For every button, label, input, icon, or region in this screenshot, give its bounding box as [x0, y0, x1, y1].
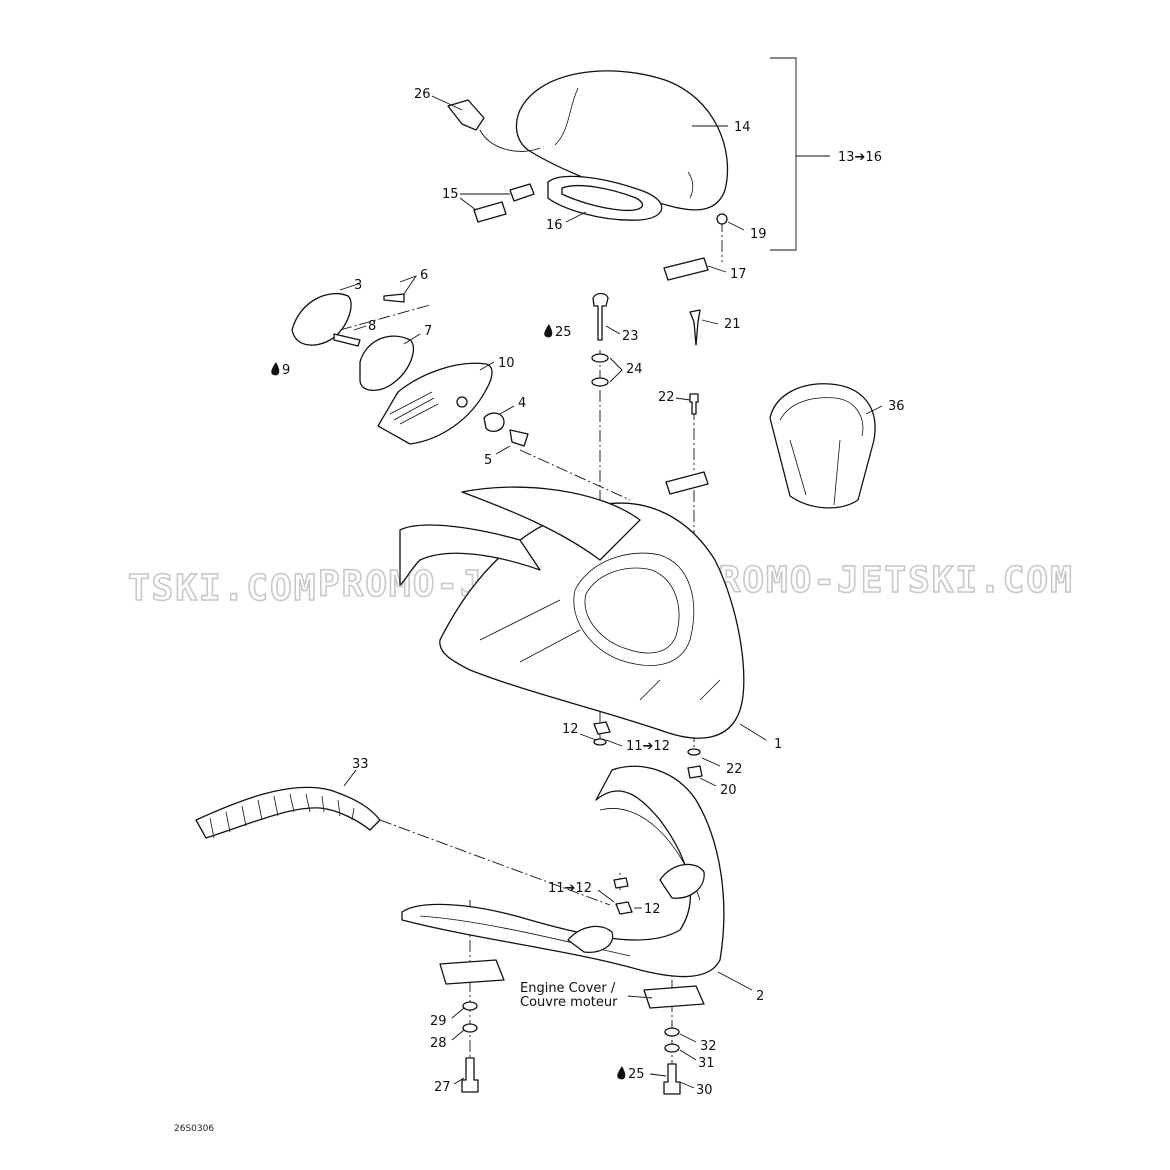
- callout-5: 5: [484, 453, 492, 468]
- screw: [689, 393, 699, 415]
- callout-7: 7: [424, 324, 432, 339]
- rivet: [689, 309, 701, 346]
- callout-25: 25: [555, 325, 572, 340]
- callout-22: 22: [658, 390, 675, 405]
- callout-19: 19: [750, 227, 767, 242]
- callout-3: 3: [354, 278, 362, 293]
- callouts: 26 14 13➔16 15 16 19 17 6 3 8 7 9 25 23 …: [271, 87, 905, 1098]
- callout-9: 9: [282, 363, 290, 378]
- top-deck: [399, 486, 745, 739]
- callout-26: 26: [414, 87, 431, 102]
- hinge: [665, 471, 709, 495]
- watermark-text-3: PROMO-JETSKI.COM: [695, 560, 1074, 601]
- washer: [462, 1023, 478, 1033]
- callout-14: 14: [734, 120, 751, 135]
- pad: [643, 985, 705, 1009]
- seat-pad: [509, 183, 535, 202]
- engine-cover-label-line2: Couvre moteur: [520, 995, 618, 1010]
- callout-11-12: 11➔12: [548, 881, 592, 896]
- callout-30: 30: [696, 1083, 713, 1098]
- callout-17: 17: [730, 267, 747, 282]
- callout-27: 27: [434, 1080, 451, 1095]
- callout-13-16: 13➔16: [838, 150, 882, 165]
- callout-15: 15: [442, 187, 459, 202]
- oil-drop-icon: [271, 362, 280, 376]
- callout-31: 31: [698, 1056, 715, 1071]
- diagram-code: 26S0306: [174, 1124, 214, 1134]
- callout-28: 28: [430, 1036, 447, 1051]
- washer: [664, 1043, 680, 1053]
- air-hose: [195, 786, 381, 839]
- engine-cover-label-line1: Engine Cover /: [520, 981, 616, 996]
- seat-cushion: [479, 70, 729, 211]
- callout-12: 12: [562, 722, 579, 737]
- nut: [593, 721, 611, 735]
- callout-4: 4: [518, 396, 526, 411]
- callout-12: 12: [644, 902, 661, 917]
- hinge: [663, 257, 709, 281]
- washer: [591, 353, 609, 363]
- group-bracket: [770, 57, 830, 251]
- callout-23: 23: [622, 329, 639, 344]
- callout-20: 20: [720, 783, 737, 798]
- seat-bolt: [592, 292, 609, 341]
- washer: [716, 213, 728, 225]
- latch: [447, 99, 485, 131]
- oil-drop-icon: [544, 324, 553, 338]
- callout-25: 25: [628, 1067, 645, 1082]
- callout-22: 22: [726, 762, 743, 777]
- seat-base: [547, 175, 663, 221]
- engine-cover: [401, 765, 725, 978]
- callout-16: 16: [546, 218, 563, 233]
- bolt: [461, 1057, 479, 1093]
- nut: [613, 877, 629, 889]
- washer: [664, 1027, 680, 1037]
- washer: [591, 377, 609, 387]
- washer: [462, 1001, 478, 1011]
- callout-10: 10: [498, 356, 515, 371]
- nut: [687, 765, 703, 779]
- washer: [593, 738, 607, 746]
- washer: [687, 748, 701, 756]
- callout-6: 6: [420, 268, 428, 283]
- pad: [439, 959, 505, 985]
- callout-32: 32: [700, 1039, 717, 1054]
- callout-21: 21: [724, 317, 741, 332]
- callout-33: 33: [352, 757, 369, 772]
- callout-36: 36: [888, 399, 905, 414]
- mirror-assembly: [291, 292, 529, 447]
- watermark-text-1: TSKI.COM: [128, 568, 317, 609]
- callout-1: 1: [774, 737, 782, 752]
- callout-11-12: 11➔12: [626, 739, 670, 754]
- callout-24: 24: [626, 362, 643, 377]
- storage-bin: [769, 383, 876, 509]
- nut: [615, 901, 633, 915]
- bolt: [663, 1063, 681, 1095]
- callout-8: 8: [368, 319, 376, 334]
- oil-drop-icon: [617, 1066, 626, 1080]
- callout-2: 2: [756, 989, 764, 1004]
- callout-29: 29: [430, 1014, 447, 1029]
- leader-lines: [339, 95, 883, 1089]
- seat-pad: [473, 201, 507, 223]
